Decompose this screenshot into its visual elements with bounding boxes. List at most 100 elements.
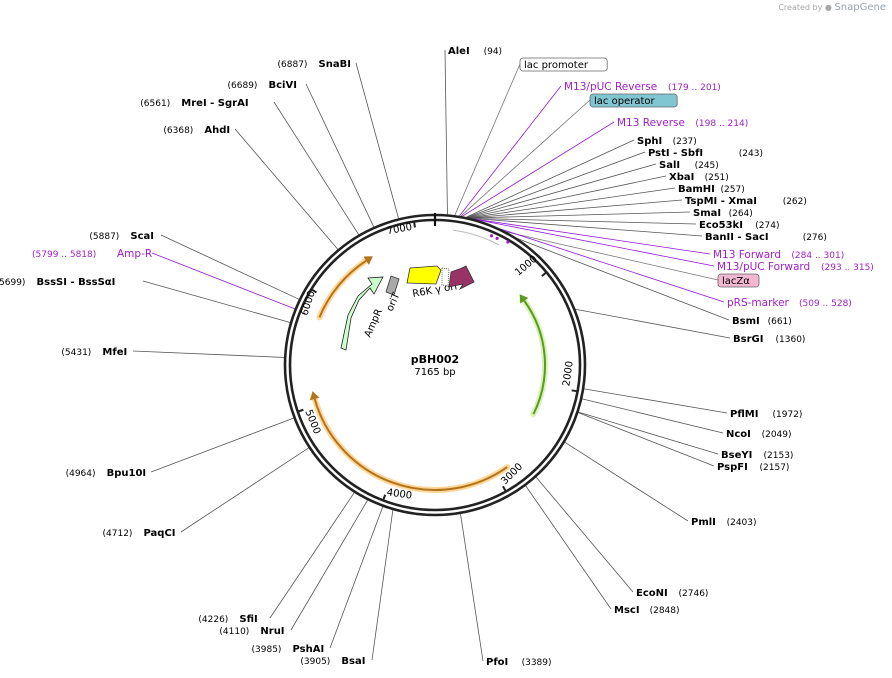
label-econi: EcoNI(2746) (636, 588, 708, 599)
label-lac-promoter: lac promoter (519, 57, 608, 72)
tick-mark (571, 389, 579, 393)
site-name: Amp-R (117, 248, 152, 260)
leader-line (234, 128, 339, 250)
site-position: (94) (484, 47, 502, 57)
leader-line (471, 218, 703, 237)
site-name: SphI (637, 136, 662, 147)
tick-mark (541, 270, 548, 277)
feature-label-text: lacZα (722, 276, 750, 287)
plasmid-size: 7165 bp (414, 367, 456, 378)
label-msci: MscI(2848) (614, 605, 680, 616)
leader-line (151, 252, 295, 310)
site-name: PshAI (293, 644, 325, 655)
site-position: (257) (721, 185, 745, 195)
label-bpu10i: (4964) Bpu10I (66, 468, 147, 479)
leader-line (160, 234, 300, 300)
site-name: BanII - SacI (705, 232, 769, 243)
leader-line (469, 199, 683, 219)
orf-arrowhead-bottom (309, 391, 320, 401)
label-leader-lines (132, 49, 731, 662)
snapgene-brand-text: SnapGene (834, 2, 886, 13)
plasmid-name: pBH002 (410, 353, 460, 366)
site-name: BsmI (732, 316, 760, 327)
site-position: (293 .. 315) (821, 263, 874, 273)
leader-line (460, 513, 484, 662)
site-position: (1360) (776, 335, 806, 345)
feature-label-text: lac promoter (524, 60, 589, 71)
created-by-text: Created by (778, 3, 823, 12)
site-position: (198 .. 214) (695, 119, 748, 129)
label-sali: SalI(245) (659, 160, 719, 171)
label-scai: (5887)ScaI (89, 231, 154, 242)
leader-line (466, 151, 646, 218)
leader-line (465, 139, 635, 218)
site-name: PstI - SbfI (648, 148, 703, 159)
leader-line (467, 175, 667, 219)
leader-line (269, 492, 355, 619)
site-name: ScaI (130, 231, 154, 242)
ori-arrow (448, 265, 475, 290)
label-pshai: (3985)PshAI (252, 644, 325, 655)
leader-line (582, 398, 724, 434)
leader-line (584, 388, 728, 414)
label-mfei: (5431) MfeI (61, 347, 127, 358)
site-position: (2157) (760, 463, 790, 473)
site-name: SnaBI (319, 59, 351, 70)
site-position: (5431) (61, 348, 91, 358)
label-lacz: lacZα (717, 273, 760, 288)
site-name: BseYI (721, 450, 752, 461)
leader-line (290, 499, 368, 631)
label-bcivi: (6689)BciVI (228, 80, 297, 91)
label-bsmi: BsmI (661) (732, 316, 792, 327)
tick-mark (381, 494, 387, 502)
feature-label-text: lac operator (594, 96, 655, 107)
snapgene-credit: Created by ● SnapGene (778, 2, 886, 13)
site-position: (4712) (103, 529, 133, 539)
label-lac-operator: lac operator (589, 93, 678, 108)
feature-label-box (519, 57, 608, 72)
label-sphi: SphI(237) (637, 136, 697, 147)
label-mrei-sgrai: (6561)MreI - SgrAI (140, 98, 248, 109)
label-xbai: XbaI(251) (669, 172, 729, 183)
site-position: (6689) (228, 81, 258, 91)
primer-site-marker (495, 236, 499, 241)
label-eco53ki: Eco53kI(274) (699, 220, 780, 231)
site-name: SmaI (693, 208, 721, 219)
leader-line (305, 83, 375, 228)
label-nrui: (4110)NruI (219, 626, 284, 637)
site-name: NruI (260, 626, 284, 637)
leader-line (517, 238, 730, 321)
label-bamhi: BamHI(257) (678, 184, 745, 195)
label-ncoi: NcoI(2049) (726, 429, 792, 440)
site-position: (262) (783, 197, 807, 207)
leader-line (469, 211, 691, 219)
site-position: (4964) (66, 469, 96, 479)
leader-line (454, 63, 521, 216)
site-position: (2746) (679, 589, 709, 599)
leader-line (180, 447, 309, 533)
site-position: (2848) (650, 606, 680, 616)
site-position: (251) (705, 173, 729, 183)
leader-line (444, 49, 448, 215)
leader-line (470, 217, 697, 225)
site-position: (245) (695, 161, 719, 171)
feature-label-box (717, 273, 760, 288)
leader-line (460, 99, 591, 217)
site-name: PfoI (486, 657, 508, 668)
label-paqci: (4712)PaqCI (103, 528, 176, 539)
tick-mark (502, 485, 508, 493)
lac-region-block (441, 267, 450, 287)
tick-label: 4000 (386, 487, 413, 501)
site-position: (509 .. 528) (799, 299, 852, 309)
label-m13-forward: M13 Forward(284 .. 301) (713, 249, 844, 261)
leader-line (506, 231, 719, 281)
label-snabi: (6887)SnaBI (278, 59, 351, 70)
primer-site-marker (506, 240, 510, 244)
site-name: BssSI - BssSαI (37, 277, 116, 288)
tick-label: 2000 (561, 360, 575, 387)
label-pflmi: PflMI(1972) (730, 409, 802, 420)
site-position: (179 .. 201) (668, 83, 721, 93)
site-name: Bpu10I (107, 468, 147, 479)
site-position: (661) (768, 317, 792, 327)
site-name: MfeI (102, 347, 127, 358)
